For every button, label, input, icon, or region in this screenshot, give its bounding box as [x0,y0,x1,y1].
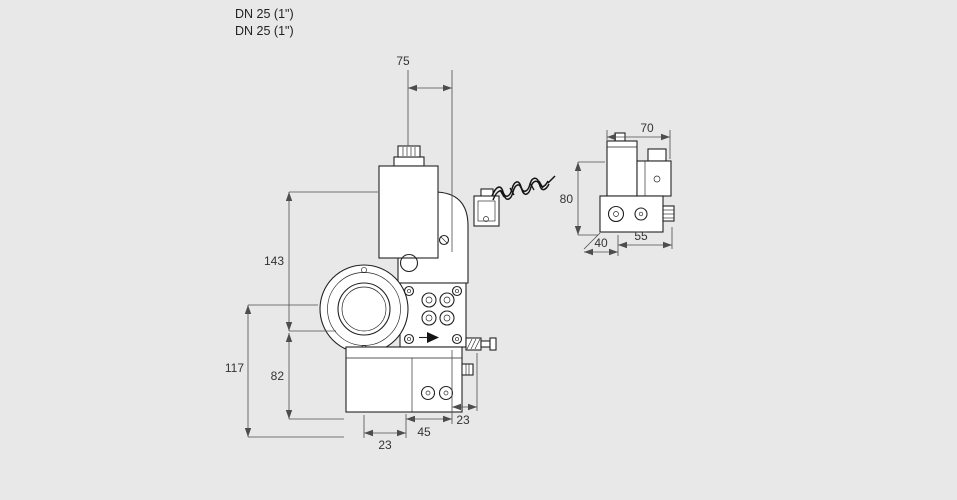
dim-label-right-offset: 23 [456,413,470,427]
dim-label-upper-height: 143 [264,254,284,268]
coiled-cable [491,175,556,201]
dim-label-total-height: 117 [225,361,244,375]
actuator-cylinder [378,165,439,273]
dim-label-side-depth-left: 40 [594,236,608,250]
cable-plug [473,188,500,227]
valve-body-side [599,195,664,233]
dim-label-top-width: 75 [396,54,410,68]
body-screw-icon [438,234,450,246]
dim-label-body-height: 82 [271,369,285,383]
dim-label-side-depth-total: 55 [634,229,648,243]
pipe-flange [319,264,409,354]
valve-side-view [599,132,675,233]
adjuster-knob-side [662,205,675,222]
dim-label-bottom-left-offset: 23 [378,438,392,452]
connector-side [636,148,672,197]
size-label-line1: DN 25 (1") [235,7,294,21]
flow-direction-arrow-icon [419,332,439,343]
pressure-regulator-block [345,346,474,413]
side-view-dimensions: 70 80 40 55 [560,121,673,256]
main-valve-front-view [319,145,556,413]
size-label-line2: DN 25 (1") [235,24,294,38]
dim-label-side-top-width: 70 [640,121,654,135]
dim-label-side-height: 80 [560,192,574,206]
solenoid-coil-side [606,140,638,197]
dim-label-bottom-width: 45 [417,425,431,439]
actuator-cap [393,145,425,167]
product-size-labels: DN 25 (1") DN 25 (1") [235,6,294,40]
main-view-dimensions: 75 143 82 117 23 45 [225,54,478,452]
housing-bolts [403,285,463,345]
test-point-nipple [465,337,497,351]
